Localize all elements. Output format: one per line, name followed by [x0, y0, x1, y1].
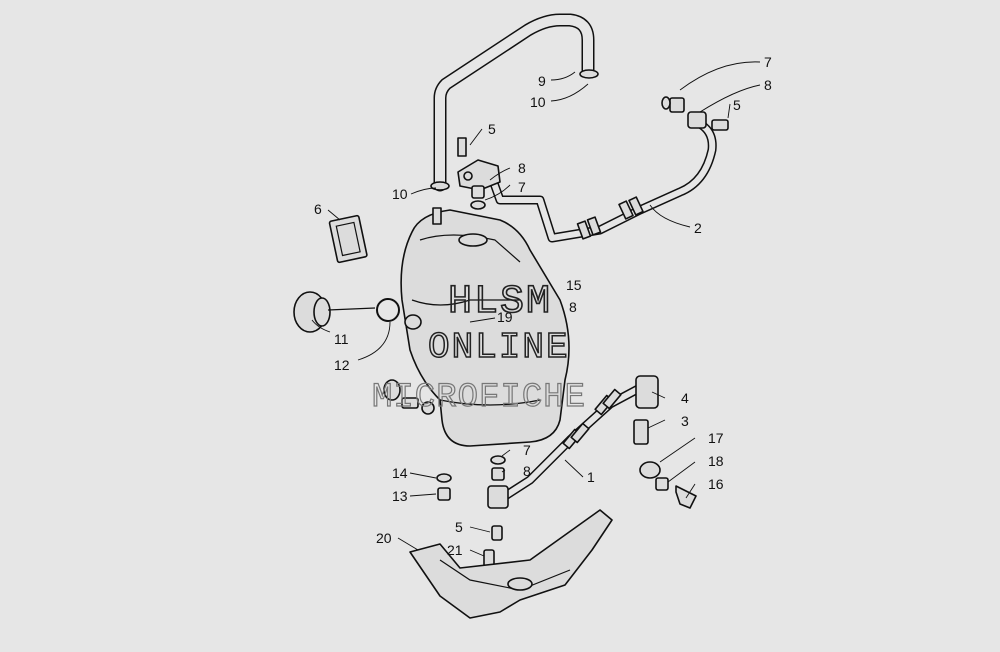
watermark: HLSM ONLINE MICROFICHE	[371, 279, 586, 417]
callout-8: 8	[569, 299, 577, 315]
callout-11: 11	[334, 331, 349, 347]
callout-7: 7	[518, 179, 526, 195]
leader-lines	[311, 61, 761, 557]
callout-10: 10	[530, 94, 546, 110]
callout-7: 7	[523, 442, 531, 458]
callout-5: 5	[488, 121, 496, 137]
bolt-13	[437, 487, 451, 501]
grommet-left	[383, 379, 435, 415]
lower-fuel-line	[487, 383, 645, 509]
fuel-cap	[293, 291, 376, 333]
washer-14	[436, 473, 452, 483]
spacer-8	[491, 467, 505, 481]
callout-21: 21	[447, 542, 463, 558]
bolt-5	[491, 525, 503, 541]
callout-5: 5	[733, 97, 741, 113]
callout-3: 3	[681, 413, 689, 429]
callout-8: 8	[518, 160, 526, 176]
vent-hose	[433, 13, 595, 192]
hose-clamp-lower	[430, 181, 450, 191]
callout-16: 16	[708, 476, 724, 492]
callout-4: 4	[681, 390, 689, 406]
callout-5: 5	[455, 519, 463, 535]
callout-2: 2	[694, 220, 702, 236]
washer-7	[490, 455, 506, 465]
callout-1: 1	[587, 469, 595, 485]
callout-19: 19	[497, 309, 513, 325]
petcock-fittings	[633, 375, 697, 509]
callout-9: 9	[538, 73, 546, 89]
upper-fuel-line	[485, 119, 717, 243]
callout-20: 20	[376, 530, 392, 546]
banjo-fitting-right	[661, 96, 729, 131]
callout-6: 6	[314, 201, 322, 217]
watermark-line3: MICROFICHE	[372, 379, 586, 417]
callout-8: 8	[764, 77, 772, 93]
callout-15: 15	[566, 277, 582, 293]
watermark-line2: ONLINE	[428, 327, 570, 368]
callout-8: 8	[523, 463, 531, 479]
fuel-gauge	[328, 214, 368, 264]
callout-labels: 9 10 7 8 5 5 8 7 10 6 2 11 12 19 15 8 4 …	[314, 54, 772, 558]
callout-13: 13	[392, 488, 408, 504]
watermark-line1: HLSM	[448, 280, 552, 325]
callout-18: 18	[708, 453, 724, 469]
callout-10: 10	[392, 186, 408, 202]
skid-plate	[409, 509, 613, 619]
callout-14: 14	[392, 465, 408, 481]
hose-clamp-upper	[579, 69, 599, 79]
callout-12: 12	[334, 357, 350, 373]
banjo-fitting-tank	[457, 137, 501, 210]
fuel-tank	[400, 207, 570, 447]
callout-17: 17	[708, 430, 724, 446]
cap-gasket	[376, 298, 400, 322]
callout-7: 7	[764, 54, 772, 70]
